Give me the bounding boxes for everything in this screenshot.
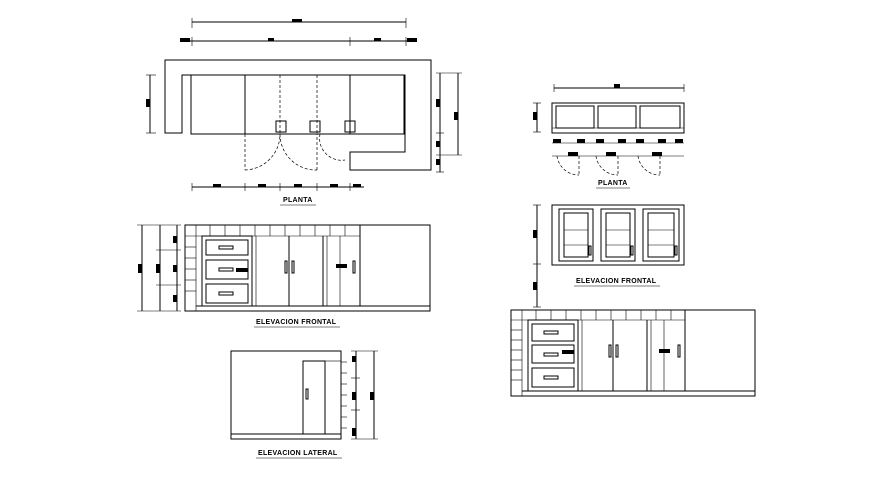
planta-main-label: PLANTA	[283, 197, 313, 204]
upper-plan-top-dimension	[553, 84, 685, 92]
plan-overall-dimension	[191, 18, 407, 28]
plan-right-dimensions	[436, 72, 462, 173]
upper-plan-door-swings	[556, 155, 661, 176]
front-elevation-drawers	[201, 235, 253, 307]
plan-counter	[190, 74, 405, 135]
elevacion-lateral-label: ELEVACION LATERAL	[258, 450, 338, 457]
main-floor-plan: PLANTA	[146, 18, 462, 206]
elevacion-frontal-main-label: ELEVACION FRONTAL	[256, 319, 337, 326]
upper-elevation-left-dimension	[533, 204, 541, 308]
upper-floor-plan: PLANTA	[533, 84, 685, 189]
side-elevation-dimensions	[351, 350, 378, 440]
front-elevation-doors	[251, 236, 356, 306]
upper-front-elevation: ELEVACION FRONTAL	[533, 204, 685, 308]
main-front-elevation: ELEVACION FRONTAL	[137, 224, 431, 328]
lower-right-drawers	[527, 319, 579, 392]
front-elevation-dimensions	[137, 224, 181, 312]
plan-door-swings	[244, 133, 346, 171]
lower-right-elevation	[510, 309, 756, 397]
plan-left-dimension	[146, 74, 156, 134]
planta-upper-label: PLANTA	[598, 180, 628, 187]
plan-wall-outline	[164, 59, 432, 171]
plan-bottom-dimension	[191, 183, 364, 191]
elevacion-frontal-upper-label: ELEVACION FRONTAL	[576, 278, 657, 285]
side-elevation: ELEVACION LATERAL	[230, 350, 378, 459]
side-elevation-tiles	[340, 351, 347, 439]
upper-plan-left-dimension	[533, 102, 541, 133]
lower-right-tiles	[511, 310, 686, 396]
upper-plan-hinge-dimensions	[552, 139, 684, 157]
front-elevation-tiles	[185, 225, 361, 311]
lower-right-doors	[577, 320, 681, 391]
plan-segment-dimension	[180, 37, 417, 46]
